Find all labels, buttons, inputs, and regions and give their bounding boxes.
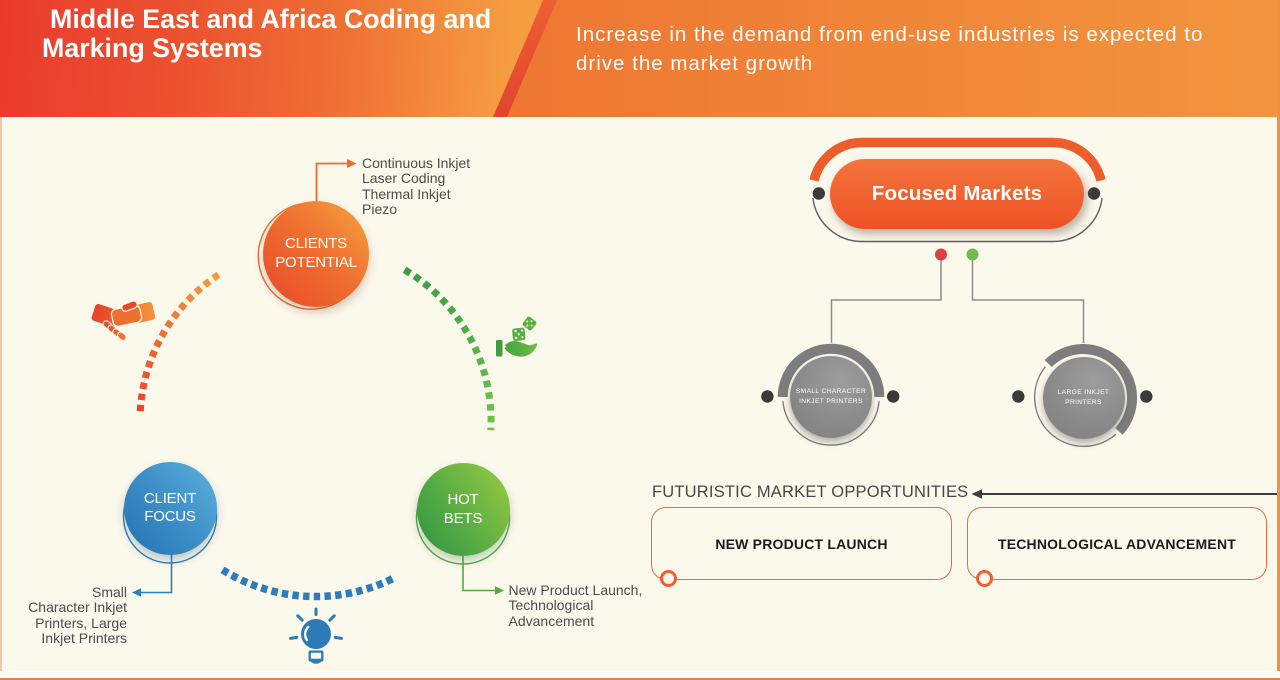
ring-side-dot (1087, 187, 1101, 200)
market-branches (830, 248, 1085, 343)
page-bottom-white-strip (0, 670, 1280, 678)
header-right-panel (506, 0, 1280, 117)
market-small-character-inkjet-printers[interactable]: SMALL CHARACTER INKJET PRINTERS (790, 356, 872, 438)
red-branch-dot (935, 248, 947, 261)
market-large-inkjet-printers[interactable]: LARGE INKJET PRINTERS (1042, 356, 1125, 439)
opportunity-new-product-launch[interactable]: NEW PRODUCT LAUNCH (651, 507, 952, 580)
ecosystem-dotted-arcs (136, 266, 495, 601)
green-branch-dot (966, 248, 979, 261)
market-ring-left (761, 343, 900, 446)
opportunity-corner-ring (659, 569, 677, 587)
header-banner: Middle East and Africa Coding and Markin… (0, 0, 1280, 117)
page-title: Middle East and Africa Coding and Markin… (42, 4, 492, 63)
header-subtitle: Increase in the demand from end-use indu… (576, 23, 1204, 75)
market-ring-right (1012, 343, 1153, 448)
dotted-arc-green (402, 266, 495, 431)
handshake-icon (91, 300, 156, 342)
node-clients-potential[interactable]: CLIENTS POTENTIAL (263, 200, 369, 307)
node-client-focus[interactable]: CLIENT FOCUS (123, 461, 217, 555)
node-connectors (132, 159, 504, 597)
note-hot-bets: New Product Launch, Technological Advanc… (508, 581, 643, 629)
note-client-focus: Small Character Inkjet Printers, Large I… (28, 583, 127, 647)
page-right-border (1277, 0, 1280, 680)
opportunities-heading: FUTURISTIC MARKET OPPORTUNITIES (652, 483, 969, 501)
opportunities-arrow (971, 489, 1280, 499)
page-left-border (0, 117, 2, 680)
page-bottom-border (0, 677, 1280, 680)
focused-markets-pill[interactable]: Focused Markets (830, 159, 1084, 229)
opportunity-technological-advancement[interactable]: TECHNOLOGICAL ADVANCEMENT (967, 507, 1267, 580)
lightbulb-icon (289, 607, 343, 664)
opportunity-corner-ring (975, 569, 993, 587)
focused-markets-ring (809, 137, 1106, 243)
dotted-arc-orange (136, 271, 221, 412)
note-clients-potential: Continuous Inkjet Laser Coding Thermal I… (362, 154, 471, 218)
dice-in-hand-icon (496, 316, 538, 357)
dotted-arc-blue (220, 566, 397, 601)
node-hot-bets[interactable]: HOT BETS (416, 463, 510, 556)
ring-side-dot (812, 187, 825, 200)
